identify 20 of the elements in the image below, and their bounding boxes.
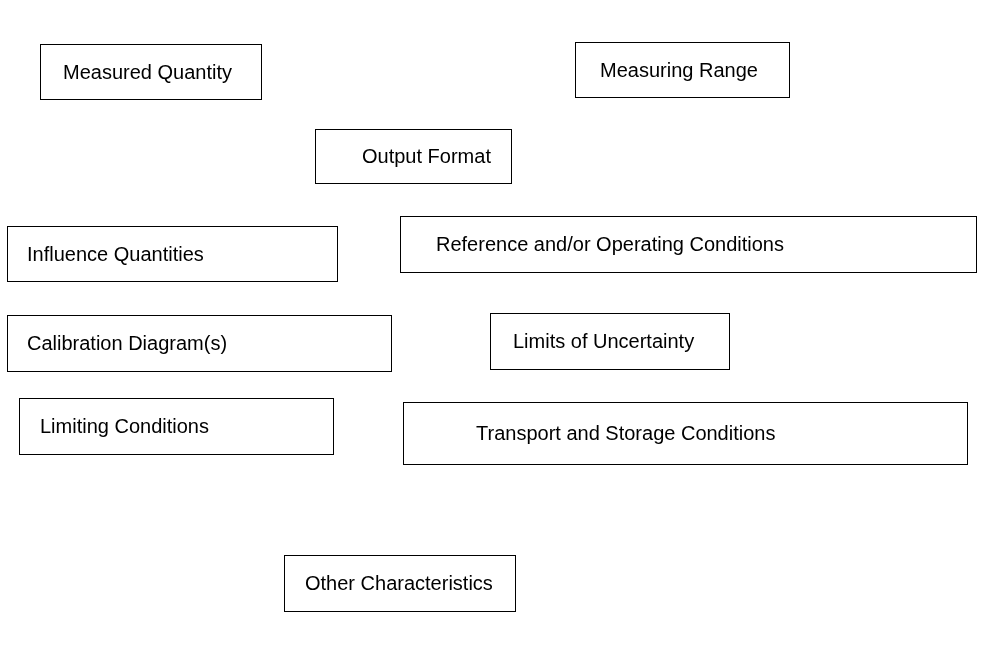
box-label: Measured Quantity — [63, 60, 232, 84]
text-box — [40, 44, 262, 100]
box-label: Influence Quantities — [27, 242, 204, 266]
box-label: Measuring Range — [600, 58, 758, 82]
text-box — [575, 42, 790, 98]
box-label: Limiting Conditions — [40, 415, 209, 438]
text-box — [403, 402, 968, 465]
box-label: Calibration Diagram(s) — [27, 332, 228, 355]
text-box — [315, 129, 512, 184]
box-label: Reference and/or Operating Conditions — [436, 233, 784, 256]
box-label: Other Characteristics — [305, 572, 493, 595]
text-box — [490, 313, 730, 370]
box-label: Transport and Storage Conditions — [476, 422, 776, 445]
text-box — [7, 226, 338, 282]
text-box — [284, 555, 516, 612]
box-label: Limits of Uncertainty — [513, 330, 695, 353]
text-box — [400, 216, 977, 273]
text-box — [7, 315, 392, 372]
text-box — [19, 398, 334, 455]
box-label: Output Format — [362, 145, 491, 168]
